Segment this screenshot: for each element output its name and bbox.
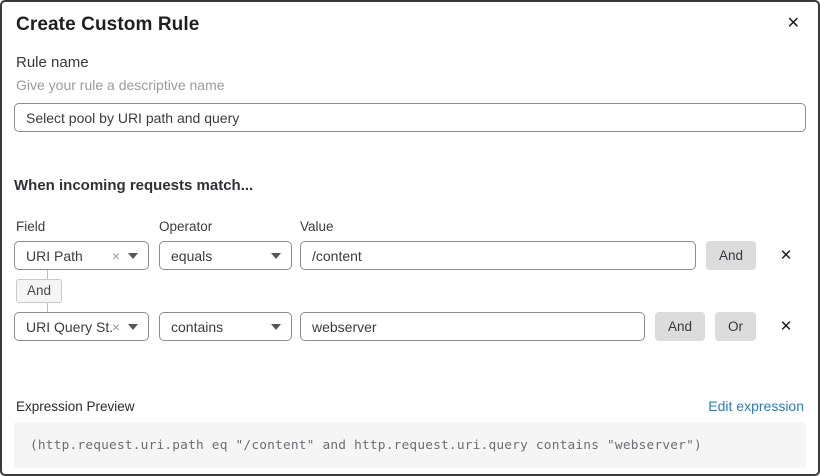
operator-select-row2-value: contains <box>171 318 224 335</box>
operator-select-row2[interactable]: contains <box>159 312 292 341</box>
rule-name-input[interactable] <box>14 103 806 132</box>
chevron-down-icon <box>271 252 281 259</box>
dialog-title: Create Custom Rule <box>16 14 200 35</box>
match-row-1: URI Path × equals And ✕ <box>14 241 806 270</box>
row-connector: And <box>14 270 806 312</box>
remove-cell-row2: ✕ <box>766 319 806 334</box>
columns-header: Field Operator Value <box>14 219 806 234</box>
value-input-row1[interactable] <box>300 241 696 270</box>
field-select-row1-value: URI Path <box>26 247 83 264</box>
remove-x-icon[interactable]: ✕ <box>779 318 793 335</box>
rule-name-helper: Give your rule a descriptive name <box>16 77 225 93</box>
connector-and-badge: And <box>16 279 63 303</box>
expression-code-block: (http.request.uri.path eq "/content" and… <box>14 422 806 468</box>
operator-select-row1-value: equals <box>171 247 213 264</box>
connector-line-top <box>47 270 48 279</box>
operator-select-row1[interactable]: equals <box>159 241 292 270</box>
field-select-row2-value: URI Query St... <box>26 318 112 335</box>
expression-header: Expression Preview Edit expression <box>14 398 806 414</box>
column-label-value: Value <box>300 219 334 234</box>
expression-code-text: (http.request.uri.path eq "/content" and… <box>30 437 702 453</box>
column-label-field: Field <box>16 219 46 234</box>
match-row-2: URI Query St... × contains And Or ✕ <box>14 312 806 341</box>
chevron-down-icon <box>128 252 138 259</box>
chevron-down-icon <box>271 323 281 330</box>
close-icon[interactable]: ✕ <box>786 15 800 32</box>
expression-preview-label: Expression Preview <box>16 399 135 414</box>
or-button-row2[interactable]: Or <box>715 312 756 341</box>
match-section-heading: When incoming requests match... <box>14 177 254 194</box>
and-button-row1[interactable]: And <box>705 241 756 270</box>
value-input-row2[interactable] <box>300 312 645 341</box>
field-select-row1[interactable]: URI Path × <box>14 241 149 270</box>
and-button-row2[interactable]: And <box>654 312 705 341</box>
dialog-header: Create Custom Rule ✕ <box>14 12 806 36</box>
connector-line-bottom <box>47 303 48 312</box>
remove-x-icon[interactable]: ✕ <box>779 247 793 264</box>
edit-expression-link[interactable]: Edit expression <box>708 398 804 414</box>
clear-x-icon[interactable]: × <box>111 318 120 335</box>
chevron-down-icon <box>128 323 138 330</box>
rule-name-label: Rule name <box>16 54 89 71</box>
clear-x-icon[interactable]: × <box>111 247 120 264</box>
column-label-operator: Operator <box>159 219 213 234</box>
remove-cell-row1: ✕ <box>766 248 806 263</box>
field-select-row2[interactable]: URI Query St... × <box>14 312 149 341</box>
